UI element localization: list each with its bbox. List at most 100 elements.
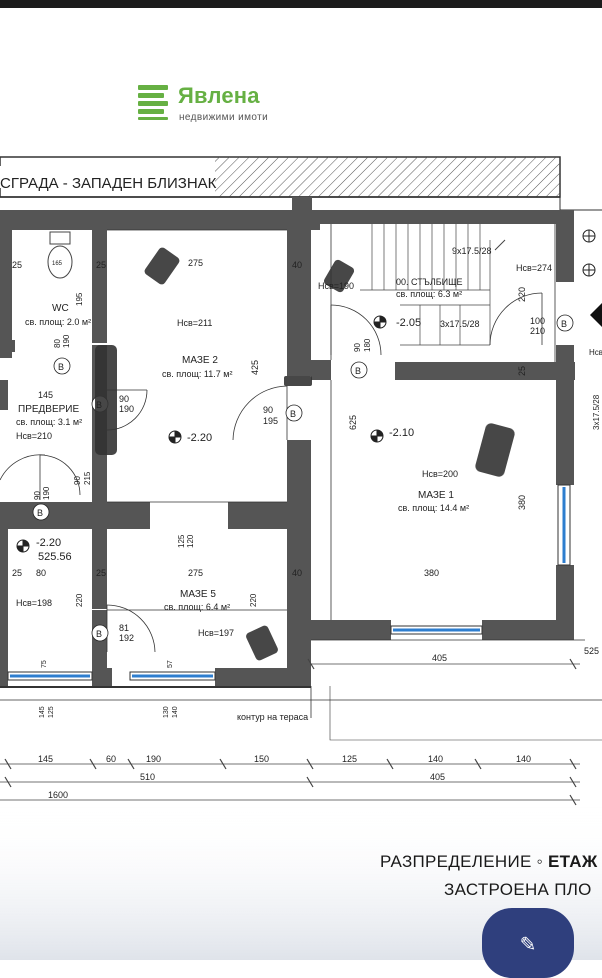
dim-v-425: 425 [250, 360, 260, 375]
section-arrow-icon [590, 303, 602, 327]
door5-tag: В [96, 629, 102, 639]
terrace-note: контур на тераса [237, 712, 308, 722]
dim-v-625: 625 [348, 415, 358, 430]
dim-mid-145: 145 [38, 390, 53, 400]
plan-labels: WC св. площ: 2.0 м² Hсв=211 МАЗЕ 2 св. п… [12, 246, 602, 800]
door3-w: 90 [353, 343, 362, 352]
room-stair-height2: Hсв=274 [516, 263, 552, 273]
dim-b1-140a: 140 [428, 754, 443, 764]
dim-top-25b: 25 [96, 260, 106, 270]
pencil-edit-icon: ✎ [519, 934, 537, 956]
room-maze2-height: Hсв=211 [177, 318, 212, 328]
walls [0, 197, 575, 688]
room-maze5-area: св. площ: 6.4 м² [164, 602, 230, 612]
room-maze2-area: св. площ: 11.7 м² [162, 369, 232, 379]
dim-row-25a: 25 [12, 568, 22, 578]
room-wc-name: WC [52, 303, 69, 314]
footer-title: РАЗПРЕДЕЛЕНИЕ ◦ ЕТАЖ [380, 852, 598, 872]
toilet-icon: 165 [47, 231, 73, 279]
door1-w: 90 [119, 394, 129, 404]
door9-w: 125 [177, 534, 186, 548]
logo-name: Явлена [178, 83, 260, 108]
door9-h: 120 [186, 534, 195, 548]
plan-lines [0, 224, 602, 741]
door6-h: 215 [83, 471, 92, 485]
dim-b2-405: 405 [430, 772, 445, 782]
dim-top-25a: 25 [12, 260, 22, 270]
room-maze5-height: Hсв=197 [198, 628, 234, 638]
dim-v-220a: 220 [517, 287, 527, 302]
door1-tag: В [96, 400, 102, 410]
room-stair-level: -2.05 [396, 317, 421, 329]
room-vestibule-name: ПРЕДВЕРИЕ [18, 404, 79, 415]
door2-h: 195 [263, 416, 278, 426]
room-vestibule-height: Hсв=210 [16, 431, 52, 441]
door6-w: 90 [73, 476, 82, 485]
dim-b3-1600: 1600 [48, 790, 68, 800]
level-markers [16, 229, 596, 553]
dim-b1-60: 60 [106, 754, 116, 764]
room-left-elevation: 525.56 [38, 551, 72, 563]
door3-h: 180 [363, 338, 372, 352]
room-wc-area: св. площ: 2.0 м² [25, 317, 91, 327]
top-bar [0, 0, 602, 8]
logo-tagline: недвижими имоти [179, 112, 269, 123]
dim-b1-150: 150 [254, 754, 269, 764]
dim-top-40: 40 [292, 260, 302, 270]
door2-tag: В [290, 409, 296, 419]
room-vestibule-area: св. площ: 3.1 м² [16, 417, 82, 427]
side-steps: 3x17.5/28 [592, 394, 601, 430]
room-maze2-name: МАЗЕ 2 [182, 355, 218, 366]
door8-h: 190 [42, 486, 51, 500]
dim-row-80: 80 [36, 568, 46, 578]
win-d: 125 [48, 706, 55, 718]
room-left-level: -2.20 [36, 537, 61, 549]
building-header: СГРАДА - ЗАПАДЕН БЛИЗНАК [0, 175, 217, 192]
dim-b1-125: 125 [342, 754, 357, 764]
door2-w: 90 [263, 405, 273, 415]
dimension-lines [0, 658, 580, 806]
win-c: 145 [39, 706, 46, 718]
door8-w: 90 [33, 491, 42, 500]
dim-v-195: 195 [75, 292, 84, 306]
dim-405: 405 [432, 653, 447, 663]
dim-row-25b: 25 [96, 568, 106, 578]
footer-title-prefix: РАЗПРЕДЕЛЕНИЕ [380, 852, 532, 871]
dim-v-220b: 220 [75, 593, 84, 607]
win-b: 57 [167, 660, 174, 668]
dim-b2-510: 510 [140, 772, 155, 782]
stair-steps-a: 9x17.5/28 [452, 246, 492, 256]
dim-row-275: 275 [188, 568, 203, 578]
dim-b1-140b: 140 [516, 754, 531, 764]
dim-b1-145: 145 [38, 754, 53, 764]
stair-treads [360, 224, 506, 346]
svg-text:165: 165 [52, 261, 63, 267]
dim-v-220c: 220 [249, 593, 258, 607]
room-maze1-name: МАЗЕ 1 [418, 490, 454, 501]
door7-h: 190 [62, 334, 71, 348]
company-logo: Явлена недвижими имоти [138, 83, 278, 125]
dim-b1-190: 190 [146, 754, 161, 764]
stair-steps-b: 3x17.5/28 [440, 319, 480, 329]
door4-tag: В [561, 319, 567, 329]
win-f: 140 [172, 706, 179, 718]
edit-button[interactable]: ✎ [482, 908, 574, 978]
dim-v-380: 380 [517, 495, 527, 510]
door4-w: 100 [530, 316, 545, 326]
win-e: 130 [163, 706, 170, 718]
scan-marks [95, 247, 515, 661]
room-maze1-height: Hсв=200 [422, 469, 458, 479]
room-maze2-level: -2.20 [187, 432, 212, 444]
door7-w: 80 [53, 339, 62, 348]
room-maze1-area: св. площ: 14.4 м² [398, 503, 469, 513]
dim-row-380: 380 [424, 568, 439, 578]
door-swings [0, 292, 543, 653]
dim-top-275: 275 [188, 258, 203, 268]
side-hcb: Hсв [589, 348, 602, 357]
room-maze5-name: МАЗЕ 5 [180, 589, 216, 600]
dim-row-40: 40 [292, 568, 302, 578]
header-hatch [215, 157, 560, 197]
footer-title-dot: ◦ [536, 852, 543, 871]
room-maze1-level: -2.10 [389, 427, 414, 439]
door6-tag: В [37, 508, 43, 518]
